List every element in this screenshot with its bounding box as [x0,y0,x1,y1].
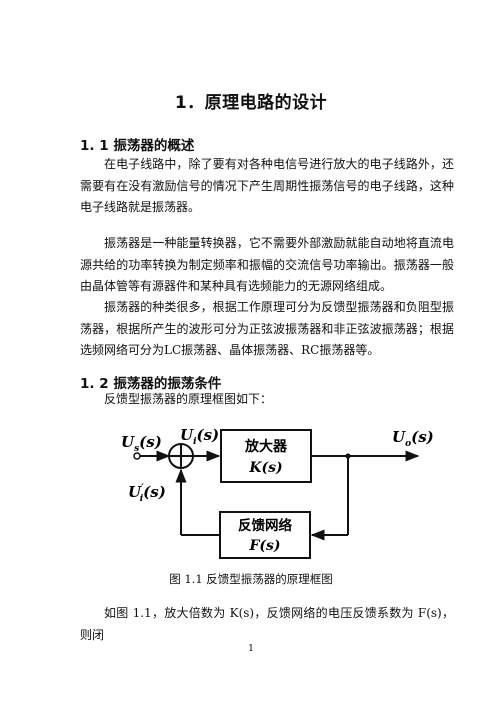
feedback-network-func: F(s) [248,538,280,554]
amplifier-block [220,429,312,483]
feedback-network-block [219,511,311,559]
amplifier-func: K(s) [248,460,282,476]
chapter-title: 1．原理电路的设计 [174,93,328,113]
section-1-1-title: 1. 1 振荡器的概述 [80,138,195,154]
paragraph-diagram-intro: 反馈型振荡器的原理框图如下： [104,392,273,406]
label-us: Us(s) [121,433,162,454]
svg-text:Us(s): Us(s) [121,433,162,454]
svg-text:Ui(s): Ui(s) [180,426,219,447]
svg-text:U′i(s): U′i(s) [128,483,166,504]
feedback-network-name: 反馈网络 [238,517,292,534]
label-uo: Uo(s) [392,428,434,449]
paragraph-energy-converter: 振荡器是一种能量转换器，它不需要外部激励就能自动地将直流电源共给的功率转换为制定… [80,236,454,293]
paragraph-closing: 如图 1.1，放大倍数为 K(s)，反馈网络的电压反馈系数为 F(s)，则闭 [80,606,454,642]
label-ui-prime: U′i(s) [128,483,166,504]
section-1-2-title: 1. 2 振荡器的振荡条件 [80,376,222,392]
figure-caption: 图 1.1 反馈型振荡器的原理框图 [169,572,333,586]
paragraph-oscillator-intro: 在电子线路中，除了要有对各种电信号进行放大的电子线路外，还需要有在没有激励信号的… [80,157,454,214]
svg-text:Uo(s): Uo(s) [392,428,434,449]
paragraph-oscillator-types: 振荡器的种类很多，根据工作原理可分为反馈型振荡器和负阻型振荡器，根据所产生的波形… [80,300,454,357]
amplifier-name: 放大器 [244,438,288,455]
label-ui: Ui(s) [180,426,219,447]
page-number: 1 [247,643,255,654]
